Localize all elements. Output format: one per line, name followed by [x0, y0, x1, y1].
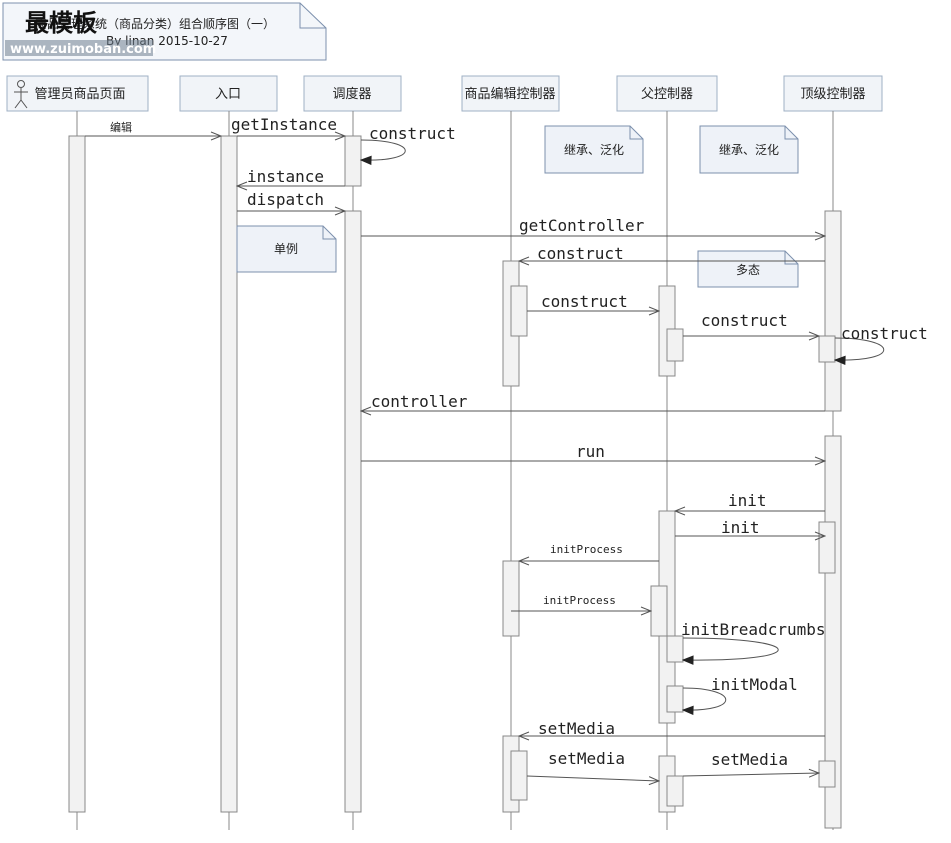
message-label: controller [371, 392, 468, 411]
actor-icon [14, 80, 28, 109]
message-label: construct [537, 244, 624, 263]
message-construct-parent: construct [527, 292, 659, 311]
participant-label: 父控制器 [641, 87, 693, 102]
activation-bar [666, 775, 684, 807]
message-run: run [361, 442, 825, 461]
message-instance: instance [237, 167, 345, 186]
message-setmedia-2: setMedia [526, 749, 659, 781]
message-getcontroller: getController [361, 216, 825, 236]
activation-bar [818, 335, 836, 363]
activation-bar [344, 210, 362, 813]
message-construct-goods: construct [519, 244, 825, 263]
message-label: initBreadcrumbs [681, 620, 826, 639]
message-construct-self-top: construct [835, 324, 928, 360]
message-construct-self-dispatcher: construct [361, 124, 456, 160]
message-label: dispatch [247, 190, 324, 209]
activation-bar [510, 750, 528, 801]
message-label: initModal [711, 675, 798, 694]
activation-bar [818, 521, 836, 574]
message-label: getController [519, 216, 645, 235]
message-label: initProcess [550, 543, 623, 556]
message-initprocess-1: initProcess [519, 543, 659, 561]
message-init-2: init [675, 518, 825, 537]
participant-dispatcher: 调度器 [303, 75, 402, 112]
activation-bar [666, 328, 684, 362]
participant-label: 调度器 [332, 86, 371, 102]
messages: 编辑 getInstance construct instance dispat… [85, 115, 928, 781]
watermark: 最模板 www.zuimoban.com [5, 8, 156, 57]
participant-goods-edit: 商品编辑控制器 [461, 75, 560, 112]
lifelines [76, 111, 834, 830]
activation-bar [666, 685, 684, 713]
activation-bars [68, 135, 842, 829]
message-label: init [728, 491, 767, 510]
watermark-url: www.zuimoban.com [10, 42, 156, 57]
message-label: construct [541, 292, 628, 311]
watermark-text: 最模板 [25, 8, 98, 37]
message-construct-top: construct [683, 311, 819, 336]
participant-entry: 入口 [179, 75, 278, 112]
message-dispatch: dispatch [237, 190, 345, 211]
participant-top: 顶级控制器 [783, 75, 883, 112]
activation-bar [666, 635, 684, 663]
note-polymorphism: 多态 [697, 250, 799, 288]
message-label: getInstance [231, 115, 337, 134]
note-inherit-2: 继承、泛化 [699, 125, 799, 174]
message-label: construct [369, 124, 456, 143]
diagram-title: 商品管理系统（商品分类）组合顺序图（一） [35, 16, 275, 31]
message-label: setMedia [538, 719, 615, 738]
message-setmedia-1: setMedia [519, 719, 825, 738]
message-init-1: init [675, 491, 825, 511]
participant-label: 顶级控制器 [800, 87, 865, 102]
message-label: initProcess [543, 594, 616, 607]
activation-bar [818, 760, 836, 788]
message-initprocess-2: initProcess [511, 594, 651, 611]
activation-bar [344, 135, 362, 187]
message-controller: controller [361, 392, 825, 411]
message-label: construct [841, 324, 928, 343]
note-singleton: 单例 [236, 225, 337, 273]
participant-admin: 管理员商品页面 [6, 75, 149, 112]
activation-bar [650, 585, 668, 637]
participant-parent: 父控制器 [616, 75, 718, 112]
note-text: 继承、泛化 [564, 143, 624, 157]
note-inherit-1: 继承、泛化 [544, 125, 644, 174]
note-text: 继承、泛化 [719, 143, 779, 157]
participant-label: 商品编辑控制器 [464, 87, 555, 102]
message-initmodal: initModal [683, 675, 798, 710]
message-label: instance [247, 167, 324, 186]
activation-bar [68, 135, 86, 813]
message-label: setMedia [548, 749, 625, 768]
activation-bar [220, 135, 238, 813]
note-text: 多态 [736, 263, 760, 277]
participant-label: 入口 [215, 87, 241, 102]
message-label: init [721, 518, 760, 537]
message-label: setMedia [711, 750, 788, 769]
message-initbreadcrumbs: initBreadcrumbs [681, 620, 826, 660]
activation-bar [824, 210, 842, 412]
message-label: run [576, 442, 605, 461]
participant-label: 管理员商品页面 [34, 87, 125, 102]
message-getinstance: getInstance [231, 115, 345, 136]
activation-bar [510, 285, 528, 337]
message-setmedia-3: setMedia [682, 750, 819, 776]
message-edit: 编辑 [85, 120, 221, 136]
note-text: 单例 [274, 242, 298, 256]
message-label: 编辑 [110, 120, 132, 134]
activation-bar [502, 560, 520, 637]
message-label: construct [701, 311, 788, 330]
